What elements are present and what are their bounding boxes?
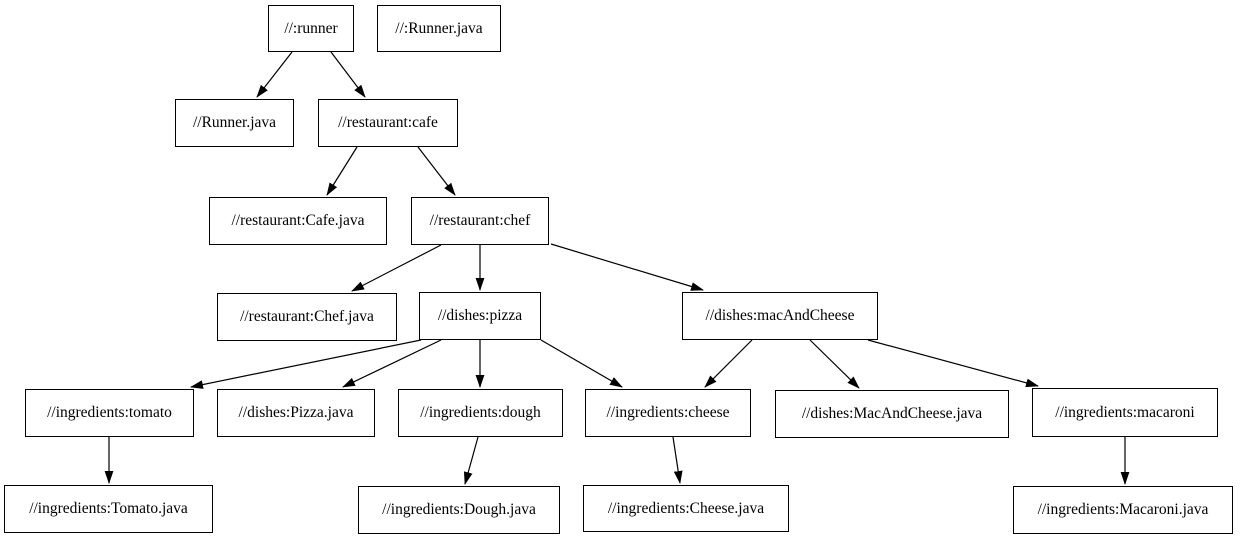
- edge-mac-and-cheese-to-macaroni: [867, 339, 1039, 388]
- node-dough-java: //ingredients:Dough.java: [358, 486, 560, 534]
- node-macaroni: //ingredients:macaroni: [1032, 388, 1218, 437]
- edge-chef-to-mac-and-cheese: [550, 243, 704, 291]
- edge-cheese-to-cheese-java: [672, 436, 683, 484]
- edge-cafe-to-cafe-java: [326, 146, 358, 196]
- node-tomato-java: //ingredients:Tomato.java: [4, 485, 213, 533]
- node-mac-and-cheese-java: //dishes:MacAndCheese.java: [775, 390, 1009, 438]
- node-chef-java: //restaurant:Chef.java: [217, 293, 397, 341]
- edge-dough-to-dough-java: [463, 436, 479, 485]
- node-cheese: //ingredients:cheese: [585, 389, 751, 437]
- edge-cafe-to-chef: [417, 146, 456, 196]
- node-pizza-java: //dishes:Pizza.java: [217, 389, 375, 437]
- node-runner-java-target: //:Runner.java: [377, 5, 501, 52]
- node-tomato: //ingredients:tomato: [25, 389, 194, 437]
- node-runner-java-file: //Runner.java: [175, 99, 294, 147]
- node-dough: //ingredients:dough: [398, 389, 563, 437]
- edge-runner-to-runner-java-file: [256, 51, 293, 98]
- node-runner: //:runner: [268, 5, 354, 52]
- node-mac-and-cheese: //dishes:macAndCheese: [682, 292, 878, 340]
- edge-runner-to-cafe: [330, 51, 366, 98]
- node-chef: //restaurant:chef: [411, 197, 549, 245]
- node-cafe: //restaurant:cafe: [318, 99, 458, 147]
- node-pizza: //dishes:pizza: [419, 292, 541, 340]
- edge-pizza-to-cheese: [540, 339, 623, 388]
- edges-group: [104, 51, 1130, 485]
- node-cheese-java: //ingredients:Cheese.java: [583, 485, 789, 532]
- edge-chef-to-chef-java: [351, 244, 442, 292]
- edge-pizza-to-tomato: [190, 339, 422, 389]
- node-cafe-java: //restaurant:Cafe.java: [209, 197, 387, 245]
- edge-mac-and-cheese-to-mac-and-cheese-java: [809, 339, 860, 389]
- edge-mac-and-cheese-to-cheese: [704, 339, 753, 388]
- node-macaroni-java: //ingredients:Macaroni.java: [1013, 486, 1233, 534]
- edge-pizza-to-pizza-java: [342, 339, 442, 388]
